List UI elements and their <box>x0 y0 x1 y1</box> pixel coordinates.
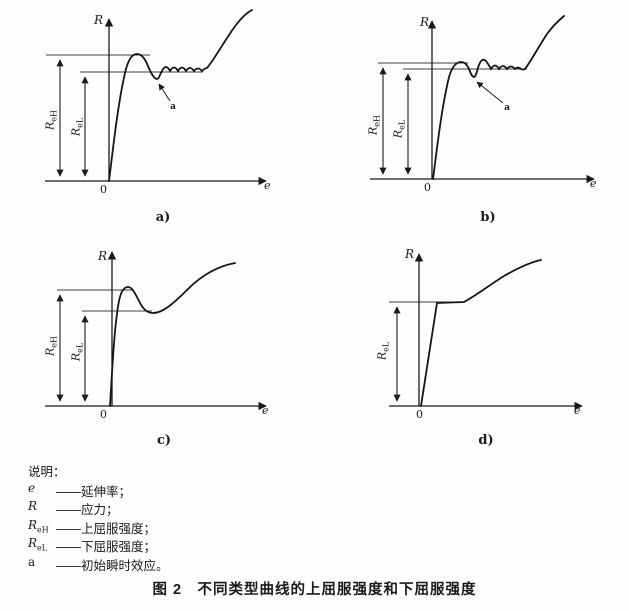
panel-c-lower-yield-subscript: eL <box>75 342 85 353</box>
panel-d-label: d) <box>478 433 494 448</box>
panel-b-y-axis-label: R <box>420 15 430 29</box>
panel-a-label: a) <box>155 210 171 225</box>
panel-c-lower-yield-symbol: R <box>69 352 83 362</box>
panel-c-origin-label: 0 <box>100 408 107 421</box>
legend-item-R: R ——应力； <box>28 499 169 517</box>
panel-c-upper-yield-label: ReH <box>43 336 58 356</box>
legend-desc-R: ——应力； <box>56 503 119 518</box>
panel-b-lower-yield-subscript: eL <box>397 119 407 130</box>
legend-item-e: e ——延伸率； <box>28 481 169 499</box>
panel-a-origin-label: 0 <box>100 183 107 196</box>
panel-a-upper-yield-subscript: eH <box>49 109 59 122</box>
legend-symbol-ReL-base: R <box>28 536 38 551</box>
panel-b-annotation-label: a <box>504 103 510 113</box>
annotation-arrows <box>158 81 504 104</box>
panel-a-curve <box>108 9 253 182</box>
panel-a-annotation-arrow <box>158 83 171 102</box>
panel-a-lower-yield-subscript: eL <box>75 117 85 128</box>
legend-symbol-e: e <box>28 481 36 495</box>
panel-d-curve <box>420 259 542 407</box>
panel-d-x-axis-label: e <box>574 404 581 417</box>
panel-b-upper-yield-subscript: eH <box>372 114 382 127</box>
legend-symbol-ReH: ReH <box>28 518 56 534</box>
panel-a-upper-yield-symbol: R <box>43 121 57 131</box>
panel-b-upper-yield-symbol: R <box>366 126 380 136</box>
panel-d-lower-yield-subscript: eL <box>381 341 391 352</box>
panel-c-upper-yield-symbol: R <box>43 347 57 357</box>
panel-b-annotation-arrow <box>476 81 504 104</box>
legend-symbol-ReH-base: R <box>28 517 38 532</box>
panel-c-upper-yield-subscript: eH <box>49 335 59 348</box>
legend-item-ReL: ReL ——下屈服强度； <box>28 536 169 554</box>
legend-symbol-a: a <box>28 554 36 569</box>
panel-b-x-axis-label: e <box>590 177 597 190</box>
panel-c-x-axis-label: e <box>262 404 269 417</box>
legend-title: 说明： <box>28 465 66 479</box>
panel-d-lower-yield-symbol: R <box>375 351 389 361</box>
reference-lines <box>46 54 527 312</box>
legend-symbol-ReH-subscript: eH <box>37 525 49 535</box>
axes <box>45 18 595 411</box>
panel-d-y-axis-label: R <box>405 247 415 261</box>
legend-symbol-ReL: ReL <box>28 536 56 552</box>
legend: 说明： e ——延伸率； R ——应力； ReH ——上屈服强度； ReL ——… <box>28 461 169 573</box>
legend-desc-ReL: ——下屈服强度； <box>56 540 157 555</box>
panel-c-curve <box>109 262 236 407</box>
curves <box>108 9 565 407</box>
legend-symbol-R: R <box>28 499 38 514</box>
panel-b-origin-label: 0 <box>424 181 431 194</box>
panel-b-lower-yield-label: ReL <box>391 120 406 138</box>
panel-d-lower-yield-label: ReL <box>375 342 390 360</box>
legend-symbol-ReL-subscript: eL <box>37 543 48 553</box>
legend-desc-e: ——延伸率； <box>56 485 132 499</box>
panel-a-lower-yield-symbol: R <box>69 127 83 137</box>
panel-b-curve <box>432 15 565 180</box>
panel-a-y-axis-label: R <box>94 13 104 27</box>
panel-b-upper-yield-label: ReH <box>366 115 381 135</box>
panel-c-y-axis-label: R <box>98 249 108 263</box>
panel-a-upper-yield-label: ReH <box>43 110 58 130</box>
panel-b-lower-yield-symbol: R <box>391 129 405 139</box>
legend-item-ReH: ReH ——上屈服强度； <box>28 518 169 536</box>
panel-a-annotation-label: a <box>170 102 176 112</box>
dimension-arrows <box>56 59 412 402</box>
panel-d-origin-label: 0 <box>416 408 423 421</box>
legend-desc-a: ——初始瞬时效应。 <box>56 558 169 573</box>
panel-a-x-axis-label: e <box>264 179 271 192</box>
legend-desc-ReH: ——上屈服强度； <box>56 521 157 536</box>
panel-c-lower-yield-label: ReL <box>69 343 84 361</box>
legend-item-a: a ——初始瞬时效应。 <box>28 555 169 573</box>
panel-b-label: b) <box>480 210 496 225</box>
panel-a-lower-yield-label: ReL <box>69 118 84 136</box>
panel-c-label: c) <box>156 433 172 448</box>
figure-caption: 图 2 不同类型曲线的上屈服强度和下屈服强度 <box>152 582 477 598</box>
